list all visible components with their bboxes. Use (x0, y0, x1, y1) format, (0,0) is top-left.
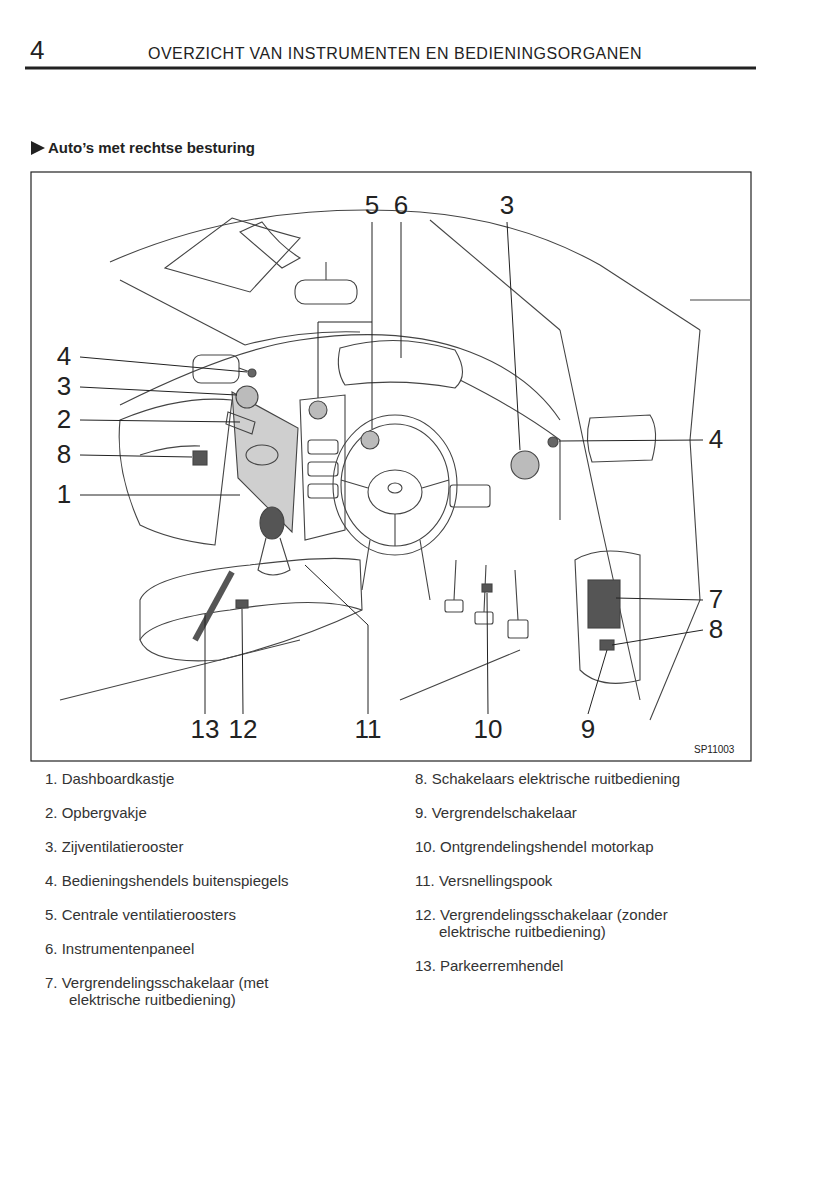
callout-number: 1 (57, 480, 71, 510)
interior-drawing (60, 210, 750, 720)
callout-number: 3 (500, 191, 514, 221)
legend-item: 10. Ontgrendelingshendel motorkap (415, 838, 819, 855)
callout-number: 9 (581, 715, 595, 745)
legend-item: 9. Vergrendelschakelaar (415, 804, 819, 821)
legend-item: 12. Vergrendelingsschakelaar (zonder ele… (415, 906, 729, 941)
bullet-triangle (31, 141, 45, 155)
callout-number: 13 (191, 715, 220, 745)
legend-item: 7. Vergrendelingsschakelaar (met elektri… (45, 974, 319, 1009)
callout-number: 4 (709, 425, 723, 455)
legend-item: 8. Schakelaars elektrische ruitbediening (415, 770, 819, 787)
header-rule (25, 67, 756, 70)
callout-number: 10 (474, 715, 503, 745)
callout-number: 7 (709, 585, 723, 615)
leader-lines (80, 222, 703, 714)
section-heading: Auto’s met rechtse besturing (48, 139, 255, 156)
legend-item: 6. Instrumentenpaneel (45, 940, 409, 957)
legend-item: 5. Centrale ventilatieroosters (45, 906, 409, 923)
callout-number: 12 (229, 715, 258, 745)
callout-number: 5 (365, 191, 379, 221)
figure-frame (31, 172, 751, 761)
callout-number: 4 (57, 342, 71, 372)
legend-item: 13. Parkeerremhendel (415, 957, 819, 974)
callout-number: 2 (57, 405, 71, 435)
legend-item: 2. Opbergvakje (45, 804, 409, 821)
page-title: OVERZICHT VAN INSTRUMENTEN EN BEDIENINGS… (148, 45, 642, 63)
callout-number: 6 (394, 191, 408, 221)
callout-number: 11 (355, 715, 382, 745)
legend-item: 1. Dashboardkastje (45, 770, 409, 787)
callout-number: 8 (709, 615, 723, 645)
callout-number: 8 (57, 440, 71, 470)
legend-item: 11. Versnellingspook (415, 872, 819, 889)
figure-code: SP11003 (694, 744, 734, 756)
callout-number: 3 (57, 372, 71, 402)
legend-item: 4. Bedieningshendels buitenspiegels (45, 872, 409, 889)
legend-item: 3. Zijventilatierooster (45, 838, 409, 855)
page-number: 4 (30, 36, 44, 66)
